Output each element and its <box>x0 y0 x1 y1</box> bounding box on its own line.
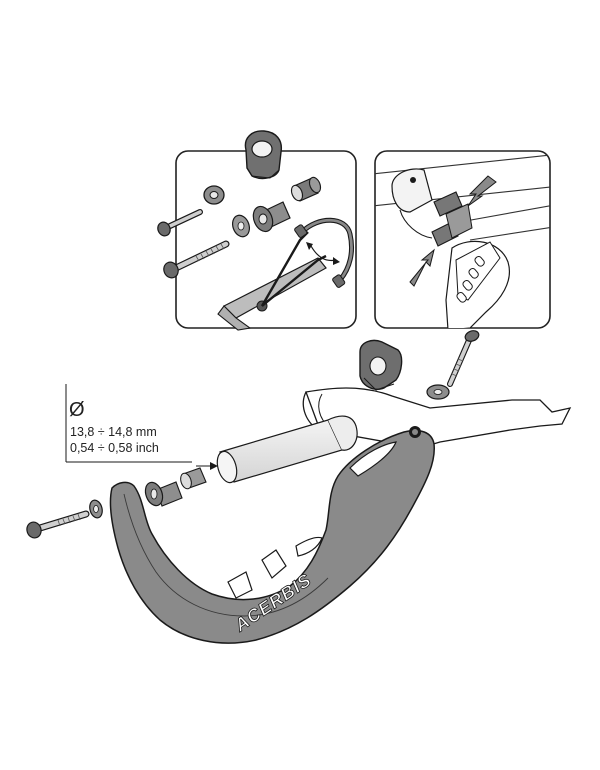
detail-panel-mounting <box>374 150 551 329</box>
diameter-inch-label: 0,54 ÷ 0,58 inch <box>70 441 159 455</box>
clamp-bolt <box>447 330 480 387</box>
clamp-washer <box>426 384 450 400</box>
main-assembly: ACERBIS <box>26 330 572 644</box>
squeeze-arrow <box>306 242 340 265</box>
arrow-down-icon <box>467 175 497 207</box>
dimension-callout <box>65 384 192 463</box>
bar-end-washer <box>89 499 103 519</box>
grip-tube <box>216 415 358 484</box>
diameter-mm-label: 13,8 ÷ 14,8 mm <box>70 425 157 439</box>
handlebar <box>302 387 572 449</box>
insert-arrow-icon <box>196 462 218 470</box>
detail-panel-parts <box>157 130 357 331</box>
guard-clamp <box>359 339 403 391</box>
pliers-tool <box>217 231 327 331</box>
diameter-symbol: Ø <box>69 399 85 421</box>
flange-part <box>231 214 251 238</box>
bar-end-insert <box>144 467 207 507</box>
long-bolt-part <box>163 240 230 279</box>
short-bolt-part <box>157 209 203 237</box>
circlip-part <box>294 217 355 288</box>
spacer-part <box>290 176 322 202</box>
washer-part <box>203 185 225 205</box>
bushing-part <box>252 201 291 233</box>
clamp-part <box>244 130 283 180</box>
bar-end-bolt <box>26 510 90 539</box>
arrow-up-icon <box>409 248 435 287</box>
